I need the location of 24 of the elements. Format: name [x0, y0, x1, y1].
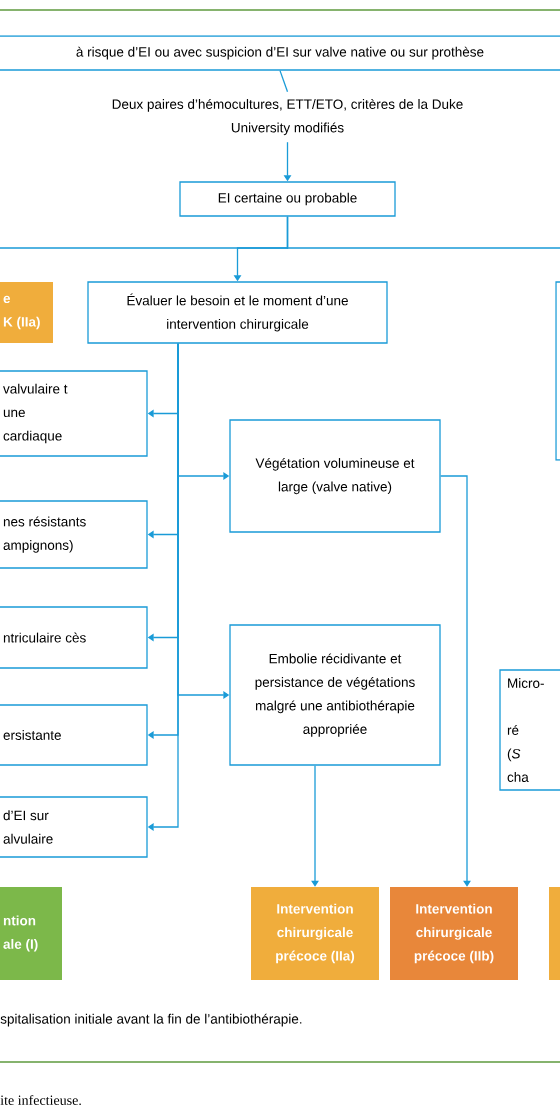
process-box: ersistante — [0, 704, 148, 766]
process-box: Micro- ré (S cha — [499, 669, 560, 791]
outcome-box — [549, 887, 560, 980]
step-text: Deux paires d’hémocultures, ETT/ETO, critères de la Duke University modifiés — [112, 98, 463, 136]
arrow — [440, 475, 471, 887]
arrow — [311, 765, 319, 887]
process-box — [555, 281, 560, 461]
connector-line — [286, 216, 560, 249]
outcome-box: ntion ale (I) — [0, 887, 62, 980]
process-box: Embolie récidivante et persistance de végétations malgré une antibiothérapie appropriée — [229, 624, 441, 766]
outcome-box: e K (IIa) — [0, 282, 53, 343]
process-box: ntriculaire cès — [0, 606, 148, 669]
process-box: valvulaire t une cardiaque — [0, 370, 148, 457]
process-box: EI certaine ou probable — [179, 181, 396, 217]
process-box: nes résistants ampignons) — [0, 500, 148, 569]
process-box: à risque d’EI ou avec suspicion d’EI sur valve native ou sur prothèse — [0, 35, 560, 71]
connector-line — [279, 70, 289, 93]
footnote: spitalisation initiale avant la fin de l’antibiothérapie. — [0, 1013, 302, 1027]
note-text: ite infectieuse. — [0, 1095, 81, 1106]
process-box: Évaluer le besoin et le moment d’une intervention chirurgicale — [87, 281, 388, 344]
process-box: d’EI sur alvulaire — [0, 796, 148, 858]
outcome-box: Intervention chirurgicale précoce (IIa) — [251, 887, 379, 980]
process-box: Végétation volumineuse et large (valve native) — [229, 419, 441, 533]
outcome-box: Intervention chirurgicale précoce (IIb) — [390, 887, 518, 980]
